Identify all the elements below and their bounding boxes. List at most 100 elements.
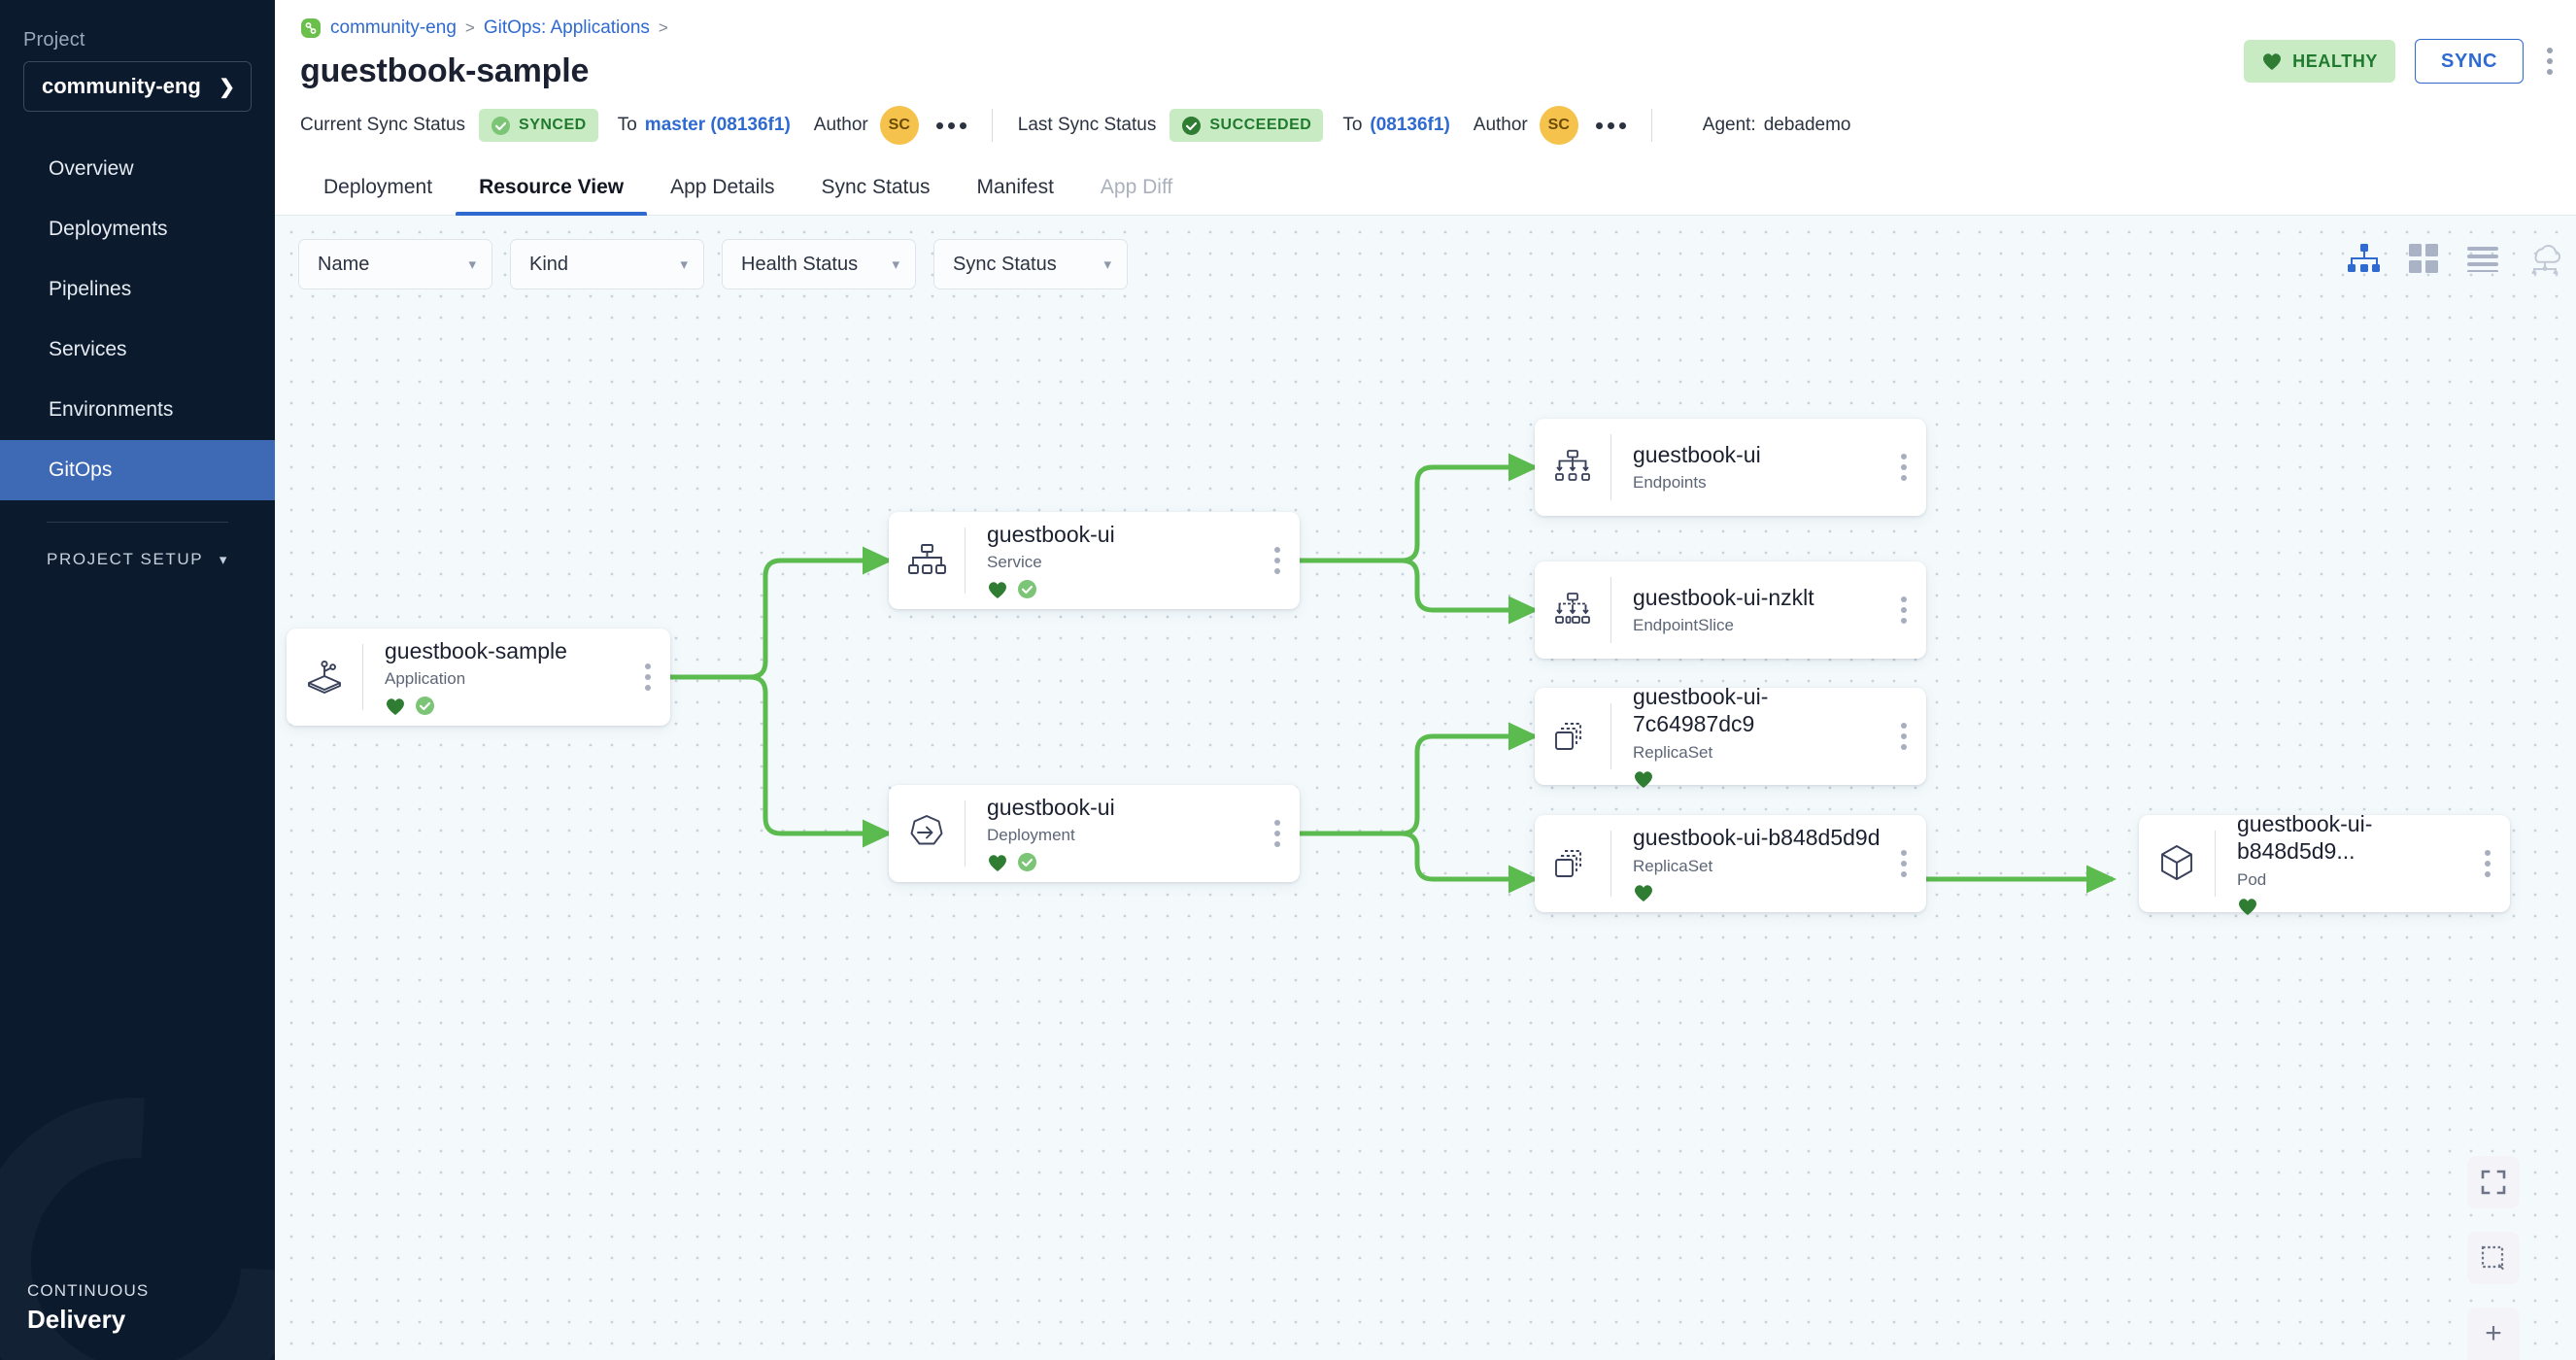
avatar[interactable]: SC	[1539, 106, 1578, 145]
network-topology-icon[interactable]	[2527, 243, 2562, 274]
last-sync-revision-link[interactable]: (08136f1)	[1370, 115, 1450, 135]
zoom-in-icon[interactable]: +	[2467, 1308, 2520, 1360]
status-badge-health: HEALTHY	[2244, 40, 2396, 83]
graph-node-deployment[interactable]: guestbook-ui Deployment	[889, 785, 1300, 882]
sidebar-item-pipelines[interactable]: Pipelines	[0, 259, 275, 320]
current-sync-more-icon[interactable]	[935, 121, 966, 129]
tab-label: App Diff	[1100, 176, 1173, 198]
page-header: community-eng > GitOps: Applications > g…	[275, 0, 2576, 90]
graph-node-replicaset-2[interactable]: guestbook-ui-b848d5d9d ReplicaSet	[1535, 815, 1926, 912]
breadcrumb-link-project[interactable]: community-eng	[330, 17, 457, 38]
check-circle-icon	[1181, 116, 1202, 136]
sidebar-item-services[interactable]: Services	[0, 320, 275, 380]
graph-node-endpoints[interactable]: guestbook-ui Endpoints	[1535, 419, 1926, 516]
service-icon	[889, 512, 965, 609]
endpointslice-icon	[1535, 561, 1610, 659]
check-circle-icon	[1017, 579, 1037, 599]
tab-label: App Details	[670, 176, 775, 198]
graph-node-service[interactable]: guestbook-ui Service	[889, 512, 1300, 609]
sync-status-strip: Current Sync Status SYNCED To master (08…	[275, 90, 2576, 162]
sidebar: Project community-eng ❯ Overview Deploym…	[0, 0, 275, 1360]
node-title: guestbook-ui-nzklt	[1633, 584, 1814, 610]
list-view-icon[interactable]	[2467, 245, 2498, 272]
node-divider	[1610, 831, 1611, 897]
zoom-in-out-group: + −	[2467, 1308, 2520, 1360]
sidebar-item-overview[interactable]: Overview	[0, 139, 275, 199]
node-menu-icon[interactable]	[2465, 815, 2510, 912]
brand-line-2: Delivery	[27, 1305, 126, 1334]
node-title: guestbook-ui-7c64987dc9	[1633, 684, 1769, 736]
node-menu-icon[interactable]	[1881, 561, 1926, 659]
sync-button[interactable]: SYNC	[2415, 39, 2524, 84]
tab-manifest[interactable]: Manifest	[954, 162, 1077, 215]
last-sync-status-badge: SUCCEEDED	[1169, 109, 1324, 142]
sidebar-item-label: Services	[49, 338, 127, 360]
node-body: guestbook-ui Endpoints	[1611, 419, 1881, 516]
sidebar-item-label: Pipelines	[49, 278, 132, 300]
check-circle-icon	[1017, 852, 1037, 872]
filter-label: Sync Status	[953, 253, 1057, 275]
hierarchy-tree-icon[interactable]	[2347, 244, 2380, 273]
node-divider	[965, 800, 966, 867]
filter-name-dropdown[interactable]: Name ▾	[298, 239, 492, 289]
node-menu-icon[interactable]	[1881, 688, 1926, 785]
breadcrumb: community-eng > GitOps: Applications >	[300, 17, 2551, 39]
sync-button-label: SYNC	[2441, 50, 2497, 72]
current-sync-to-label: To	[617, 115, 637, 135]
filter-sync-status-dropdown[interactable]: Sync Status ▾	[933, 239, 1128, 289]
header-more-menu-icon[interactable]	[2543, 44, 2557, 79]
node-status-badges	[1633, 769, 1881, 789]
tab-resource-view[interactable]: Resource View	[456, 162, 648, 217]
heart-icon	[987, 580, 1008, 599]
tab-sync-status[interactable]: Sync Status	[797, 162, 953, 215]
sidebar-item-deployments[interactable]: Deployments	[0, 199, 275, 259]
grid-view-icon[interactable]	[2409, 244, 2438, 273]
current-sync-revision-link[interactable]: master (08136f1)	[644, 115, 791, 135]
avatar[interactable]: SC	[879, 106, 919, 145]
node-kind: ReplicaSet	[1633, 742, 1713, 762]
filter-label: Name	[318, 253, 370, 275]
node-menu-icon[interactable]	[1255, 785, 1300, 882]
node-title: guestbook-ui-b848d5d9d	[1633, 825, 1881, 851]
graph-node-pod[interactable]: guestbook-ui-b848d5d9... Pod	[2139, 811, 2510, 915]
node-menu-icon[interactable]	[1881, 419, 1926, 516]
agent-label: Agent:	[1702, 115, 1756, 135]
sidebar-item-environments[interactable]: Environments	[0, 380, 275, 440]
application-icon	[287, 629, 362, 726]
node-divider	[1610, 703, 1611, 769]
node-status-badges	[987, 579, 1255, 599]
node-menu-icon[interactable]	[1255, 512, 1300, 609]
select-area-icon[interactable]	[2467, 1232, 2520, 1284]
graph-node-endpointslice[interactable]: guestbook-ui-nzklt EndpointSlice	[1535, 561, 1926, 659]
tab-app-details[interactable]: App Details	[647, 162, 797, 215]
node-kind: Endpoints	[1633, 473, 1707, 493]
project-glyph-icon	[300, 17, 322, 39]
tab-label: Sync Status	[821, 176, 931, 198]
project-setup-toggle[interactable]: PROJECT SETUP ▾	[0, 523, 275, 569]
resource-graph: guestbook-sample Application	[275, 216, 2576, 1360]
last-sync-more-icon[interactable]	[1595, 121, 1626, 129]
sidebar-item-label: Deployments	[49, 218, 168, 240]
current-sync-status-value: SYNCED	[519, 117, 587, 133]
node-menu-icon[interactable]	[1881, 815, 1926, 912]
filter-health-status-dropdown[interactable]: Health Status ▾	[722, 239, 916, 289]
graph-node-replicaset-1[interactable]: guestbook-ui-7c64987dc9 ReplicaSet	[1535, 684, 1926, 788]
fit-screen-icon[interactable]	[2467, 1156, 2520, 1208]
graph-node-application[interactable]: guestbook-sample Application	[287, 629, 670, 726]
status-divider	[991, 109, 993, 142]
tab-deployment[interactable]: Deployment	[300, 162, 456, 215]
chevron-down-icon: ▾	[219, 552, 228, 568]
node-menu-icon[interactable]	[626, 629, 670, 726]
replicaset-icon	[1535, 688, 1610, 785]
filter-kind-dropdown[interactable]: Kind ▾	[510, 239, 704, 289]
node-divider	[1610, 577, 1611, 643]
breadcrumb-link-applications[interactable]: GitOps: Applications	[483, 17, 650, 38]
project-selector[interactable]: community-eng ❯	[23, 61, 252, 112]
sidebar-item-label: Environments	[49, 398, 174, 421]
resource-graph-canvas[interactable]: Name ▾ Kind ▾ Health Status ▾ Sync Statu…	[275, 216, 2576, 1360]
node-body: guestbook-ui-nzklt EndpointSlice	[1611, 561, 1881, 659]
node-title: guestbook-ui	[987, 521, 1115, 547]
sidebar-item-gitops[interactable]: GitOps	[0, 440, 275, 500]
current-sync-author-label: Author	[813, 115, 868, 135]
chevron-down-icon: ▾	[1103, 256, 1111, 273]
